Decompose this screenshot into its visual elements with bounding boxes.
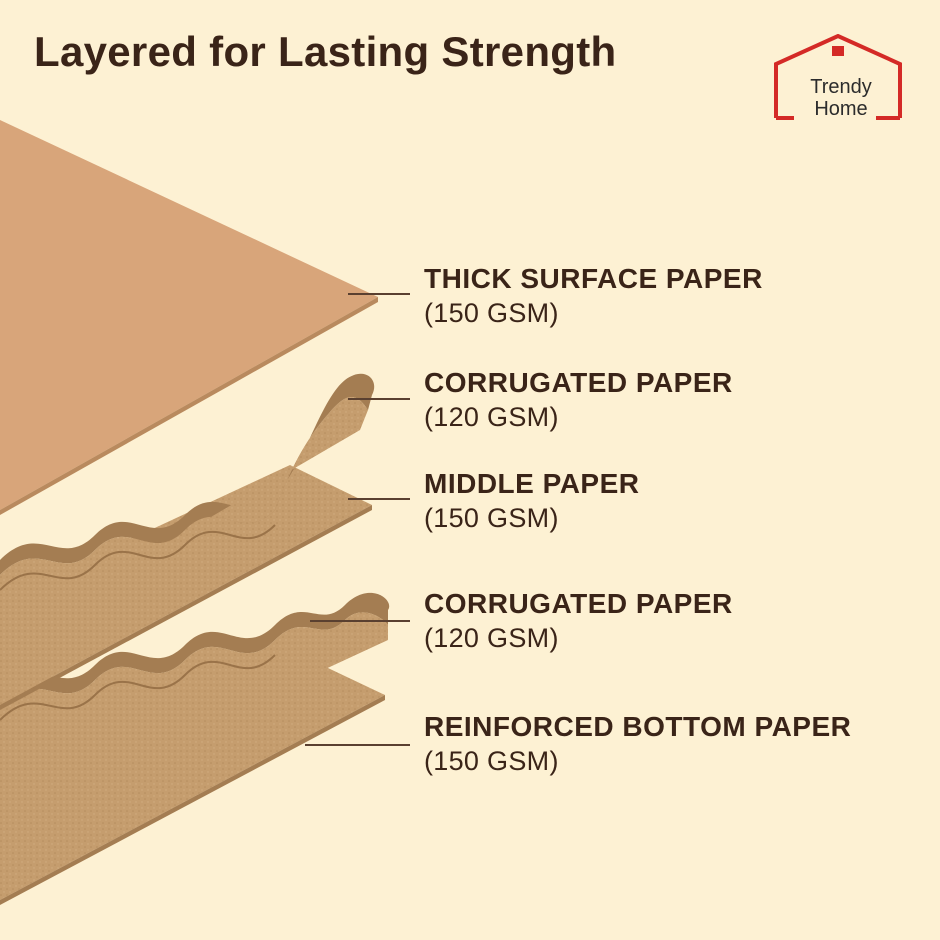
surface-paper-edge <box>0 297 378 515</box>
house-icon <box>774 34 902 120</box>
leader-line-surface <box>348 293 410 295</box>
layer-label-corrugated-bottom: CORRUGATED PAPER (120 GSM) <box>424 587 733 655</box>
layer-name: THICK SURFACE PAPER <box>424 263 763 294</box>
bottom-paper-edge <box>0 695 385 905</box>
brand-name-line2: Home <box>814 98 868 120</box>
middle-paper-edge <box>0 505 372 710</box>
leader-line-bottom <box>305 744 410 746</box>
layer-name: MIDDLE PAPER <box>424 468 640 499</box>
layer-name: CORRUGATED PAPER <box>424 588 733 619</box>
layer-name: REINFORCED BOTTOM PAPER <box>424 711 852 742</box>
layer-gsm: (120 GSM) <box>424 402 559 432</box>
layer-label-corrugated-top: CORRUGATED PAPER (120 GSM) <box>424 366 733 434</box>
layer-label-middle: MIDDLE PAPER (150 GSM) <box>424 467 640 535</box>
page-title: Layered for Lasting Strength <box>34 28 617 75</box>
layer-gsm: (120 GSM) <box>424 623 559 653</box>
layer-label-surface: THICK SURFACE PAPER (150 GSM) <box>424 262 763 330</box>
middle-paper-sheet <box>0 465 372 705</box>
lower-corrugated-layer <box>0 592 390 820</box>
surface-paper-sheet <box>0 120 378 510</box>
bottom-paper-sheet <box>0 650 385 900</box>
layer-gsm: (150 GSM) <box>424 503 559 533</box>
upper-corrugated-layer <box>0 373 375 640</box>
layer-label-bottom: REINFORCED BOTTOM PAPER (150 GSM) <box>424 710 851 778</box>
brand-logo: Trendy Home <box>772 34 910 120</box>
leader-line-corrugated-top <box>348 398 410 400</box>
layer-name: CORRUGATED PAPER <box>424 367 733 398</box>
leader-line-corrugated-bottom <box>310 620 410 622</box>
leader-line-middle <box>348 498 410 500</box>
brand-name-line1: Trendy <box>810 76 872 98</box>
layer-gsm: (150 GSM) <box>424 746 559 776</box>
layer-gsm: (150 GSM) <box>424 298 559 328</box>
